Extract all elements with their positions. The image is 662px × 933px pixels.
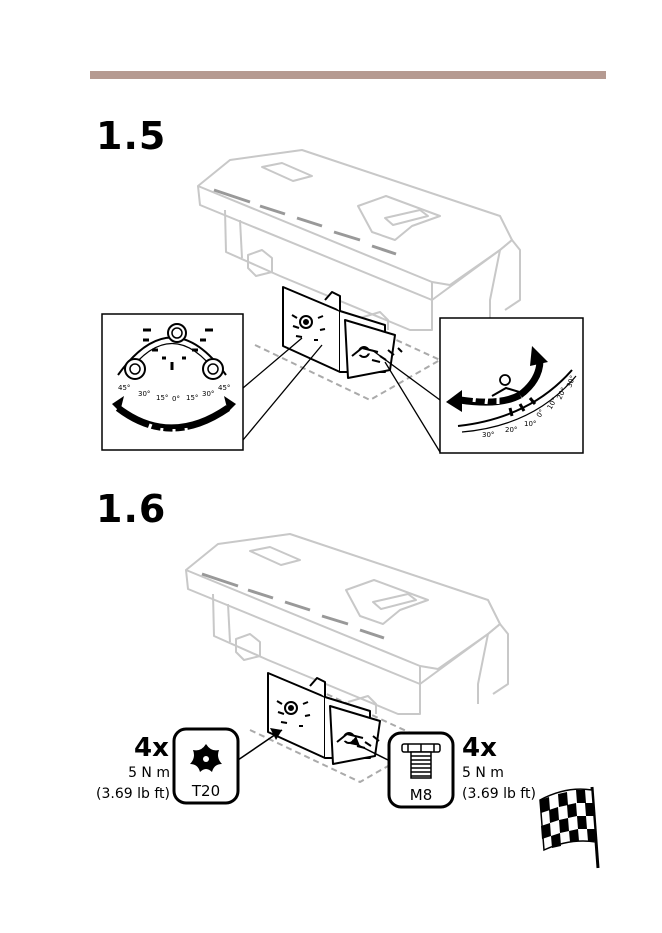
scale-label-tilt: 30° [482, 431, 494, 439]
scale-label-pan: 15° [156, 394, 168, 402]
scale-label-pan: 45° [218, 384, 230, 392]
tool-label-t20: T20 [191, 782, 220, 800]
quantity-bolt: 4x [462, 733, 497, 763]
bolt-m8-box: M8 [389, 733, 453, 807]
scale-label-pan: 15° [186, 394, 198, 402]
tilt-bracket-step-1-5 [283, 287, 402, 378]
torque-nm-bolt: 5 N m [462, 763, 562, 784]
scale-label-pan: 0° [172, 395, 180, 403]
scale-label-tilt: 20° [505, 426, 517, 434]
scale-label-pan: 45° [118, 384, 130, 392]
torque-nm-torx: 5 N m [78, 763, 170, 784]
zoom-box-tilt-scale: 30° 20° 10° 0° 10° 20° 30° [372, 318, 583, 453]
torque-spec-torx: 5 N m (3.69 lb ft) [78, 763, 170, 805]
scale-label-tilt: 10° [524, 420, 536, 428]
tool-label-m8: M8 [410, 786, 433, 804]
torque-lbft-torx: (3.69 lb ft) [78, 784, 170, 805]
scale-label-pan: 30° [138, 390, 150, 398]
torque-lbft-bolt: (3.69 lb ft) [462, 784, 562, 805]
tilt-bracket-step-1-6 [268, 673, 380, 764]
quantity-torx: 4x [134, 733, 169, 763]
torque-spec-bolt: 5 N m (3.69 lb ft) [462, 763, 562, 805]
torx-t20-box: T20 [174, 729, 238, 803]
scale-label-pan: 30° [202, 390, 214, 398]
